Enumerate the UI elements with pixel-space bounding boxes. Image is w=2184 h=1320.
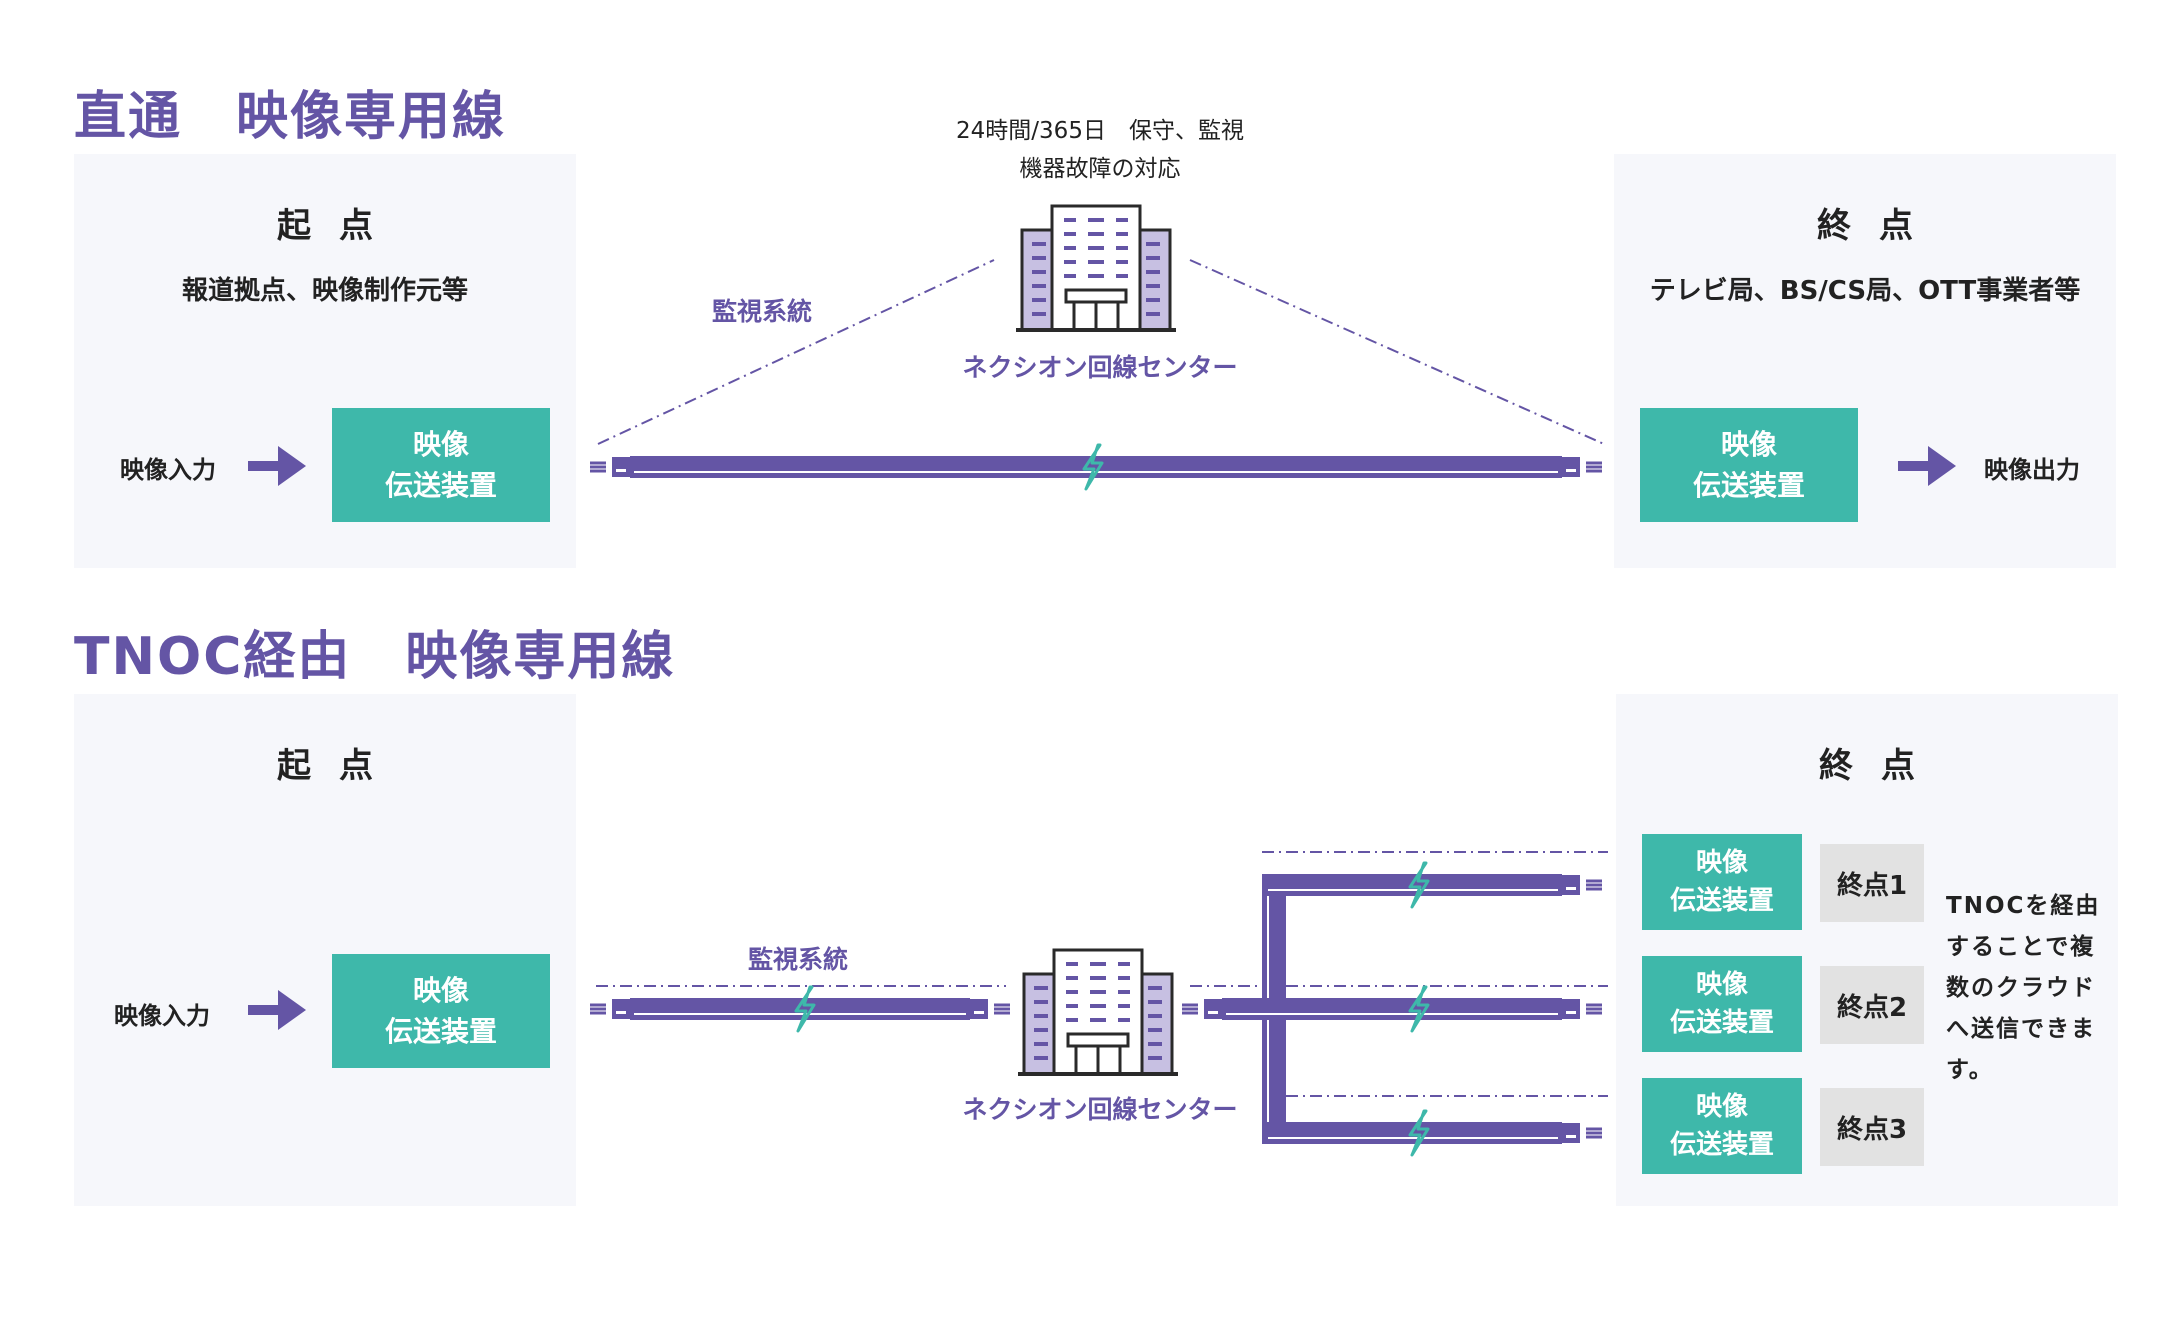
device-label-line1: 映像 [412, 428, 469, 461]
video-input-label: 映像入力 [120, 456, 216, 484]
arrow-icon [248, 446, 306, 486]
tnoc-note: TNOCを経由することで複数のクラウドへ送信できます。 [1946, 893, 2101, 1083]
video-input-label: 映像入力 [114, 1002, 210, 1030]
maintenance-note: 24時間/365日 保守、監視 機器故障の対応 [900, 112, 1300, 188]
device-label-line1: 映像 [1695, 848, 1748, 878]
endpoint-1: 終点1 [1820, 844, 1924, 922]
endpoint-2: 終点2 [1820, 966, 1924, 1044]
end-panel: 終点 テレビ局、BS/CS局、OTT事業者等 映像 伝送装置 映像出力 [1614, 154, 2116, 568]
video-transmission-device: 映像 伝送装置 [1640, 408, 1858, 522]
monitoring-label: 監視系統 [712, 297, 813, 326]
building-icon [1014, 204, 1178, 332]
monitoring-line [597, 259, 995, 445]
video-transmission-device: 映像 伝送装置 [332, 954, 550, 1068]
dedicated-line [588, 443, 1604, 491]
video-transmission-device: 映像 伝送装置 [1642, 1078, 1802, 1174]
building-icon [1016, 948, 1180, 1076]
device-label-line2: 伝送装置 [1669, 1008, 1774, 1038]
start-title: 起点 [277, 746, 401, 786]
monitoring-line [1189, 259, 1605, 445]
start-subtitle: 報道拠点、映像制作元等 [181, 276, 468, 306]
line-center-name: ネクシオン回線センター [962, 1095, 1238, 1124]
video-transmission-device: 映像 伝送装置 [332, 408, 550, 522]
device-label-line2: 伝送装置 [1669, 1130, 1774, 1160]
end-title: 終点 [1819, 746, 1943, 786]
section1-heading: 直通 映像専用線 [74, 87, 507, 147]
endpoint-3: 終点3 [1820, 1088, 1924, 1166]
end-panel: 終点 映像 伝送装置 終点1 映像 伝送装置 終点2 映像 伝送装置 終点3 T… [1616, 694, 2118, 1206]
start-title: 起点 [277, 206, 401, 246]
video-transmission-device: 映像 伝送装置 [1642, 834, 1802, 930]
monitoring-label: 監視系統 [748, 945, 849, 974]
maintenance-note-line1: 24時間/365日 保守、監視 [956, 118, 1244, 144]
section2-heading: TNOC経由 映像専用線 [74, 627, 676, 687]
end-title: 終点 [1817, 206, 1941, 246]
video-transmission-device: 映像 伝送装置 [1642, 956, 1802, 1052]
start-panel: 起点 報道拠点、映像制作元等 映像入力 映像 伝送装置 [74, 154, 576, 568]
arrow-icon [248, 990, 306, 1030]
end-subtitle: テレビ局、BS/CS局、OTT事業者等 [1649, 276, 2081, 306]
dedicated-line [588, 985, 1012, 1033]
line-center-name: ネクシオン回線センター [962, 353, 1238, 382]
branch-lines [1180, 861, 1604, 1157]
device-label-line2: 伝送装置 [384, 1015, 497, 1048]
device-label-line2: 伝送装置 [1692, 469, 1805, 502]
device-label-line1: 映像 [1720, 428, 1777, 461]
maintenance-note-line2: 機器故障の対応 [1019, 156, 1181, 182]
device-label-line1: 映像 [1695, 1092, 1748, 1122]
arrow-icon [1898, 446, 1956, 486]
video-output-label: 映像出力 [1984, 456, 2080, 484]
start-panel: 起点 映像入力 映像 伝送装置 [74, 694, 576, 1206]
device-label-line1: 映像 [1695, 970, 1748, 1000]
device-label-line2: 伝送装置 [1669, 886, 1774, 916]
device-label-line2: 伝送装置 [384, 469, 497, 502]
device-label-line1: 映像 [412, 974, 469, 1007]
